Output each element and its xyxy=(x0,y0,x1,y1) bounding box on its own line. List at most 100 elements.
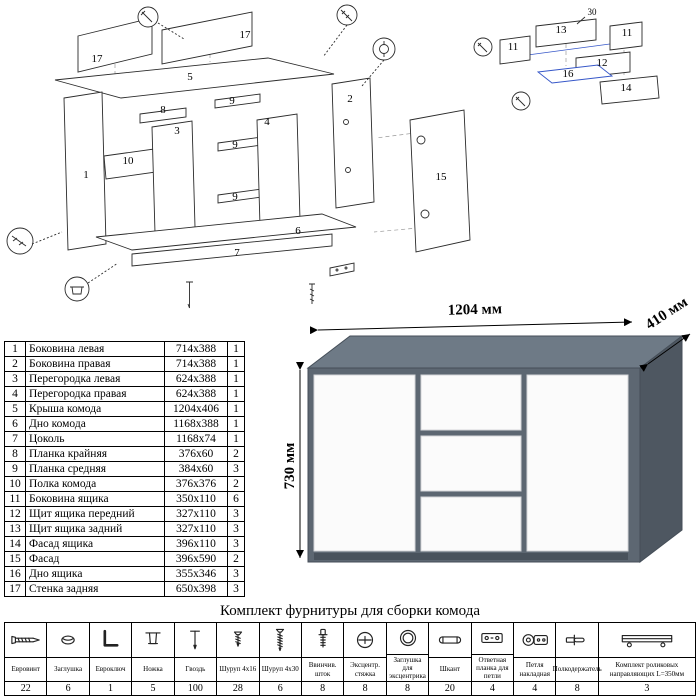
table-row: 2 Боковина правая 714x388 1 xyxy=(4,356,245,372)
part-label-17b: 17 xyxy=(240,29,252,41)
hardware-item-name: Заглушка xyxy=(47,658,89,682)
part-name: Полка комода xyxy=(25,476,165,492)
part-label-17a: 17 xyxy=(92,53,104,65)
part-labels: 17 17 5 8 3 9 9 9 10 1 2 4 6 7 15 13 11 … xyxy=(83,7,632,259)
panel-side-left-1 xyxy=(63,91,107,251)
part-size: 1204x406 xyxy=(164,401,228,417)
hardware-item-name: Заглушка для эксцентрика xyxy=(386,655,429,682)
hardware-item: Ножка 5 xyxy=(132,623,175,695)
cam-lock-icon xyxy=(344,623,386,658)
part-qty: 1 xyxy=(227,371,245,387)
part-size: 355x346 xyxy=(164,566,228,582)
screw-4x30-icon xyxy=(259,623,301,658)
offset-arrow xyxy=(576,16,586,25)
hardware-item-qty: 8 xyxy=(362,683,368,694)
part-label-9a: 9 xyxy=(229,95,235,107)
part-number: 15 xyxy=(4,551,26,567)
part-label-9b: 9 xyxy=(232,139,238,151)
hardware-item: Шкант 20 xyxy=(429,623,472,695)
part-number: 16 xyxy=(4,566,26,582)
table-row: 17 Стенка задняя 650x398 3 xyxy=(4,581,245,597)
part-label-13: 13 xyxy=(556,24,568,36)
rail-9a xyxy=(214,93,261,109)
hardware-item: Комплект роликовых направляющих L=350мм … xyxy=(598,623,695,695)
part-size: 714x388 xyxy=(164,341,228,357)
part-qty: 3 xyxy=(227,566,245,582)
hardware-item-qty: 100 xyxy=(187,683,203,694)
part-label-6: 6 xyxy=(295,225,301,237)
part-label-11b: 11 xyxy=(622,27,633,39)
part-number: 12 xyxy=(4,506,26,522)
table-row: 7 Цоколь 1168x74 1 xyxy=(4,431,245,447)
part-name: Щит ящика задний xyxy=(25,521,165,537)
part-number: 9 xyxy=(4,461,26,477)
hardware-item-qty: 28 xyxy=(232,683,243,694)
part-qty: 3 xyxy=(227,536,245,552)
callout-circles xyxy=(6,4,396,302)
depth-dimension-label: 410 мм xyxy=(643,294,691,333)
part-name: Фасад xyxy=(25,551,165,567)
dresser-right-door xyxy=(526,374,629,552)
part-number: 5 xyxy=(4,401,26,417)
bracket-hole xyxy=(335,268,339,272)
part-qty: 3 xyxy=(227,521,245,537)
rail-9b xyxy=(217,136,263,152)
part-label-15: 15 xyxy=(436,171,448,183)
part-name: Боковина левая xyxy=(25,341,165,357)
part-label-5: 5 xyxy=(187,71,193,83)
hardware-item-qty: 8 xyxy=(320,683,326,694)
panel-bottom-6 xyxy=(95,213,357,251)
offset-label-30: 30 xyxy=(588,7,598,17)
dresser-drawer-1 xyxy=(420,374,522,431)
hardware-item-name: Евроключ xyxy=(89,658,132,682)
hinge-plate-icon xyxy=(471,623,514,655)
panel-plinth-7 xyxy=(131,233,333,267)
hardware-item-name: Шкант xyxy=(429,658,471,682)
hardware-item-name: Петля накладная xyxy=(514,658,556,682)
part-qty: 1 xyxy=(227,341,245,357)
part-name: Перегородка левая xyxy=(25,371,165,387)
part-size: 384x60 xyxy=(164,461,228,477)
furniture-leg-icon xyxy=(132,623,174,658)
panel-partition-3 xyxy=(151,120,196,234)
part-label-11a: 11 xyxy=(508,41,519,53)
hardware-item: Евроключ 1 xyxy=(89,623,133,695)
cam-hole xyxy=(343,119,349,125)
hardware-item-qty: 4 xyxy=(489,683,495,694)
dresser-top xyxy=(306,335,684,369)
part-number: 13 xyxy=(4,521,26,537)
hardware-item-name: Евровинт xyxy=(5,658,47,682)
hardware-item-qty: 4 xyxy=(532,683,538,694)
part-number: 3 xyxy=(4,371,26,387)
hardware-item-name: Шуруп 4x16 xyxy=(217,658,259,682)
part-qty: 1 xyxy=(227,356,245,372)
hardware-item: Евровинт 22 xyxy=(5,623,48,695)
hardware-item-name: Гвоздь xyxy=(174,658,217,682)
part-name: Перегородка правая xyxy=(25,386,165,402)
exploded-view-diagram: 17 17 5 8 3 9 9 9 10 1 2 4 6 7 15 13 11 … xyxy=(6,4,660,309)
cap-icon xyxy=(47,623,89,658)
drawer-side-11-left xyxy=(499,35,531,65)
drawer-detail-view xyxy=(473,16,660,111)
drawer-facade-14 xyxy=(599,75,660,105)
hinge-cup-mark xyxy=(420,209,430,219)
part-name: Щит ящика передний xyxy=(25,506,165,522)
part-number: 17 xyxy=(4,581,26,597)
nail-sketch xyxy=(186,281,193,309)
hardware-kit-title: Комплект фурнитуры для сборки комода xyxy=(219,603,480,619)
dresser-drawer-3 xyxy=(420,496,522,552)
nail-icon xyxy=(174,623,217,658)
table-row: 16 Дно ящика 355x346 3 xyxy=(4,566,245,582)
part-name: Дно ящика xyxy=(25,566,165,582)
hardware-item: Ответная планка для петли 4 xyxy=(471,623,515,695)
part-number: 1 xyxy=(4,341,26,357)
depth-dimension-line xyxy=(639,333,691,372)
table-row: 15 Фасад 396x590 2 xyxy=(4,551,245,567)
wooden-dowel-icon xyxy=(429,623,471,658)
confirmat-screw-icon xyxy=(5,623,47,658)
table-row: 13 Щит ящика задний 327x110 3 xyxy=(4,521,245,537)
table-row: 3 Перегородка левая 624x388 1 xyxy=(4,371,245,387)
part-size: 396x590 xyxy=(164,551,228,567)
hardware-item: Полкодержатель 8 xyxy=(553,623,602,695)
part-name: Боковина ящика xyxy=(25,491,165,507)
